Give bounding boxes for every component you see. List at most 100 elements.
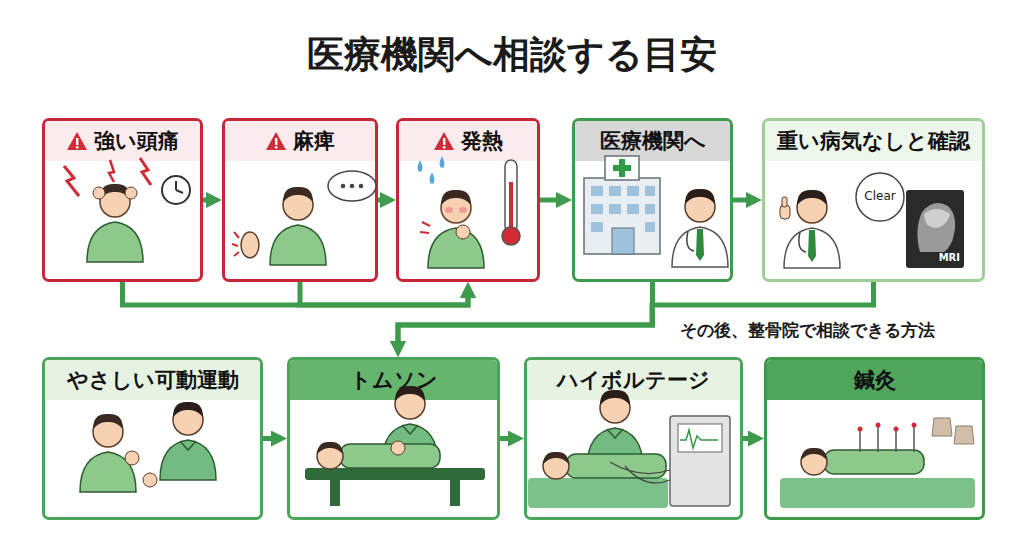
box-title: ハイボルテージ xyxy=(557,366,710,394)
step-box: 麻痺 xyxy=(222,118,378,282)
windows xyxy=(591,186,655,232)
fever-illustration xyxy=(418,156,521,268)
dot xyxy=(359,184,364,189)
flush xyxy=(445,207,453,213)
warning-icon xyxy=(433,131,455,151)
treatment-table xyxy=(305,468,485,480)
patient-figure xyxy=(317,442,440,469)
hand xyxy=(456,225,470,239)
mri-image xyxy=(906,190,964,268)
sweat-drop xyxy=(418,160,423,172)
flow-arrow xyxy=(398,282,874,346)
therapist-figure xyxy=(587,390,643,468)
clock-hands xyxy=(176,181,183,193)
section-note: その後、整骨院で相談できる方法 xyxy=(680,319,1000,342)
warning-bar xyxy=(443,138,445,145)
step-box: やさしい可動運動 xyxy=(42,357,263,520)
hospital-tower xyxy=(605,156,639,180)
step-box: 発熱 xyxy=(396,118,540,282)
thompson-illustration xyxy=(305,386,485,506)
hand xyxy=(143,473,157,487)
pain-mark xyxy=(420,222,430,233)
box-header: 麻痺 xyxy=(225,121,375,161)
step-box: 重い病気なしと確認 xyxy=(762,118,985,282)
therapy-machine xyxy=(670,416,730,506)
hand xyxy=(125,451,139,465)
box-header: ハイボルテージ xyxy=(527,360,740,400)
thumb xyxy=(782,197,787,207)
sweat-drop xyxy=(440,156,445,168)
pain-mark xyxy=(140,158,151,185)
diagram-title: 医療機関へ相談する目安 xyxy=(0,30,1024,80)
box-title: 強い頭痛 xyxy=(94,127,179,155)
sweat-drop xyxy=(430,172,435,184)
box-header: やさしい可動運動 xyxy=(45,360,260,400)
thermometer xyxy=(505,160,517,232)
box-title: 重い病気なしと確認 xyxy=(777,127,970,155)
cupping-cup xyxy=(932,418,952,436)
treatment-bed xyxy=(780,478,975,508)
box-header: 鍼灸 xyxy=(767,360,982,400)
numb-hand xyxy=(241,232,259,258)
box-header: トムソン xyxy=(290,360,497,400)
machine-screen xyxy=(678,424,722,452)
warning-dot xyxy=(443,146,446,149)
warning-dot xyxy=(76,146,79,149)
needle-head xyxy=(858,423,917,432)
patient-figure xyxy=(87,184,143,262)
thermometer-bulb xyxy=(502,227,520,245)
step-box: 強い頭痛 xyxy=(42,118,203,282)
flow-arrow xyxy=(123,282,469,305)
patient-figure xyxy=(428,190,484,268)
table-leg xyxy=(450,480,460,506)
warning-bar xyxy=(76,138,78,145)
box-title: トムソン xyxy=(350,366,438,394)
box-header: 重い病気なしと確認 xyxy=(765,121,982,161)
step-box: トムソン xyxy=(287,357,500,520)
acupuncture-illustration xyxy=(780,418,975,508)
box-header: 医療機関へ xyxy=(575,121,730,161)
box-header: 強い頭痛 xyxy=(45,121,200,161)
hand xyxy=(125,187,137,199)
step-box: 医療機関へ xyxy=(572,118,733,282)
box-title: 医療機関へ xyxy=(600,127,706,155)
step-box: 鍼灸 xyxy=(764,357,985,520)
flush xyxy=(459,207,467,213)
speech-bubble xyxy=(328,171,376,201)
box-title: 鍼灸 xyxy=(854,366,896,394)
dot xyxy=(341,184,346,189)
cupping-cup xyxy=(954,426,974,444)
warning-triangle xyxy=(67,132,87,150)
mri-brain xyxy=(924,209,950,228)
flow-arrow xyxy=(203,198,211,203)
therapist-figure xyxy=(382,386,438,464)
headache-illustration xyxy=(64,158,190,262)
flow-arrow xyxy=(500,436,513,441)
box-title: やさしい可動運動 xyxy=(67,366,239,394)
flow-arrow xyxy=(378,198,385,203)
needle xyxy=(860,426,914,452)
high-voltage-illustration xyxy=(528,390,730,508)
doctor-figure xyxy=(672,189,728,267)
paralysis-illustration xyxy=(232,171,376,265)
door xyxy=(612,228,634,254)
hand xyxy=(391,441,405,455)
therapist-figure xyxy=(160,402,216,480)
flow-arrow xyxy=(263,436,276,441)
patient-figure xyxy=(270,187,326,265)
treatment-bed xyxy=(528,478,668,508)
numb-mark xyxy=(232,232,239,256)
warning-triangle xyxy=(266,132,286,150)
waveform xyxy=(680,430,718,448)
speech-bubble xyxy=(856,173,904,221)
flow-arrow xyxy=(733,198,751,203)
patient-figure xyxy=(80,414,136,492)
thumbs-up xyxy=(780,205,790,219)
dot xyxy=(350,184,355,189)
flow-arrow xyxy=(743,436,753,441)
doctor-figure xyxy=(784,190,840,268)
cleared-illustration xyxy=(780,173,964,268)
clock-icon xyxy=(162,176,190,204)
